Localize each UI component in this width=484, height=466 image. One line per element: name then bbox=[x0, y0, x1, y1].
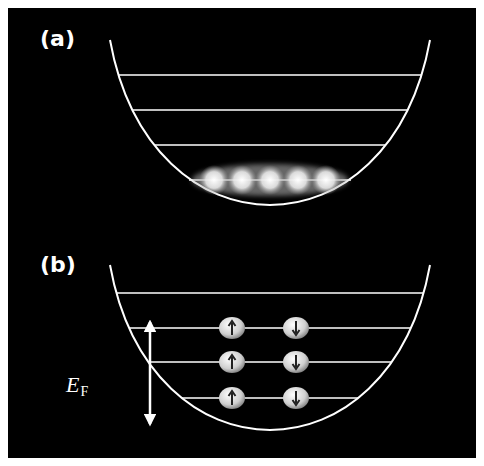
well-a bbox=[110, 40, 430, 205]
fermions bbox=[219, 317, 309, 409]
energy-symbol: E bbox=[66, 372, 79, 398]
energy-subscript: F bbox=[80, 384, 88, 400]
panel-label: (a) bbox=[40, 26, 75, 51]
panel-label: (b) bbox=[40, 252, 76, 277]
fermi-arrow bbox=[149, 322, 152, 424]
well-b bbox=[110, 265, 430, 430]
boson-cloud bbox=[192, 164, 348, 196]
